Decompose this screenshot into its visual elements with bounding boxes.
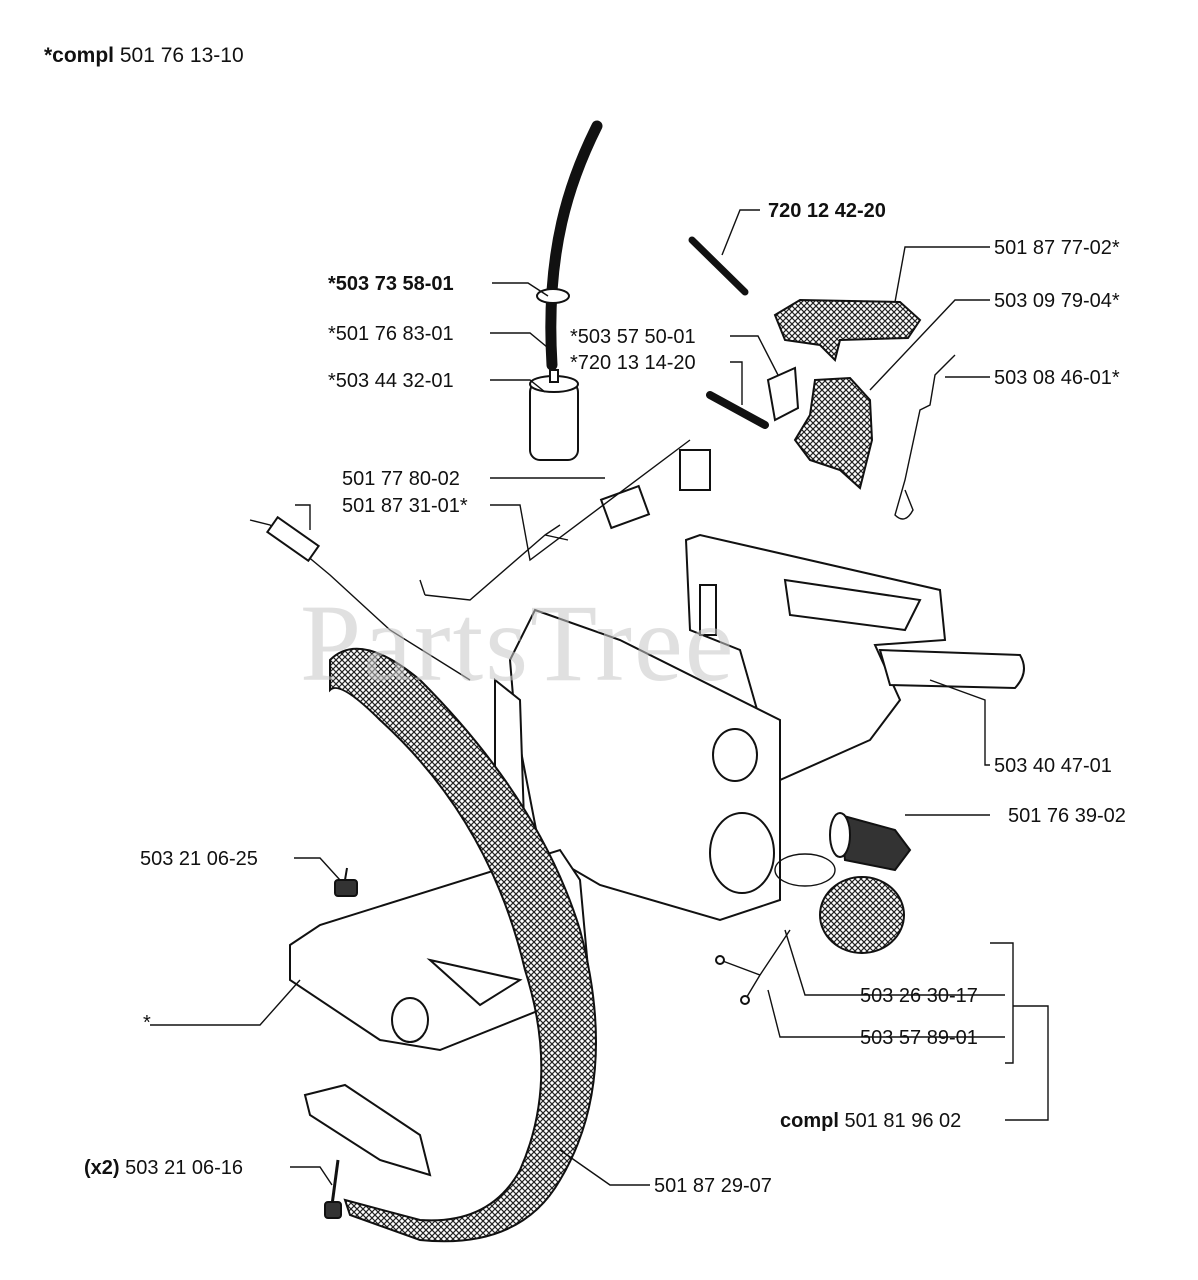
spring-clip bbox=[766, 366, 800, 422]
part-label: 503 40 47-01 bbox=[994, 755, 1112, 777]
watermark: PartsTree bbox=[300, 582, 736, 704]
fuel-cap-plug bbox=[829, 812, 912, 872]
part-label: 503 08 46-01* bbox=[994, 367, 1120, 389]
crankcase bbox=[494, 608, 781, 922]
part-label: *501 76 83-01 bbox=[328, 323, 454, 345]
part-label: 720 12 42-20 bbox=[768, 200, 886, 222]
assembly-title: *compl 501 76 13-10 bbox=[44, 44, 244, 68]
part-label: 503 09 79-04* bbox=[994, 290, 1120, 312]
part-label: 503 21 06-25 bbox=[140, 848, 258, 870]
part-label: *503 44 32-01 bbox=[328, 370, 454, 392]
part-label: * bbox=[143, 1012, 151, 1034]
fuel-filter bbox=[529, 369, 579, 461]
part-label: 503 26 30-17 bbox=[860, 985, 978, 1007]
fuel-cap bbox=[774, 853, 905, 954]
throttle-trigger bbox=[793, 376, 874, 490]
pin bbox=[688, 236, 749, 296]
wire-spring bbox=[894, 354, 956, 520]
choke-clip bbox=[599, 484, 651, 530]
throttle-lockout bbox=[773, 298, 922, 362]
rear-handle-grip bbox=[878, 648, 1025, 690]
title-number: 501 76 13-10 bbox=[119, 44, 244, 67]
handle-bracket bbox=[303, 1083, 432, 1177]
fuel-hose bbox=[545, 120, 603, 371]
screw bbox=[334, 867, 358, 897]
leader-lines bbox=[150, 209, 1049, 1186]
part-label: 503 57 89-01 bbox=[860, 1027, 978, 1049]
part-label: 501 87 31-01* bbox=[342, 495, 468, 517]
front-handle bbox=[329, 647, 597, 1243]
choke-knob bbox=[679, 449, 711, 491]
part-label: 501 87 29-07 bbox=[654, 1175, 772, 1197]
part-label: 501 76 39-02 bbox=[1008, 805, 1126, 827]
part-label: (x2) 503 21 06-16 bbox=[84, 1157, 244, 1179]
part-label: compl 501 81 96 02 bbox=[780, 1110, 962, 1132]
choke-rod bbox=[419, 524, 569, 601]
title-prefix: *compl bbox=[44, 44, 115, 67]
part-label: *503 73 58-01 bbox=[328, 273, 454, 295]
control-cable bbox=[249, 519, 471, 681]
part-label: 501 77 80-02 bbox=[342, 468, 460, 490]
small-pin bbox=[706, 391, 769, 429]
part-label: 501 87 77-02* bbox=[994, 237, 1120, 259]
rear-handle-housing bbox=[684, 533, 947, 782]
part-label: *720 13 14-20 bbox=[570, 352, 696, 374]
screw bbox=[324, 1159, 342, 1219]
hose-grommet bbox=[536, 288, 570, 304]
cap-retainer bbox=[715, 929, 791, 1005]
part-label: *503 57 50-01 bbox=[570, 326, 696, 348]
cable-fitting bbox=[265, 515, 321, 563]
